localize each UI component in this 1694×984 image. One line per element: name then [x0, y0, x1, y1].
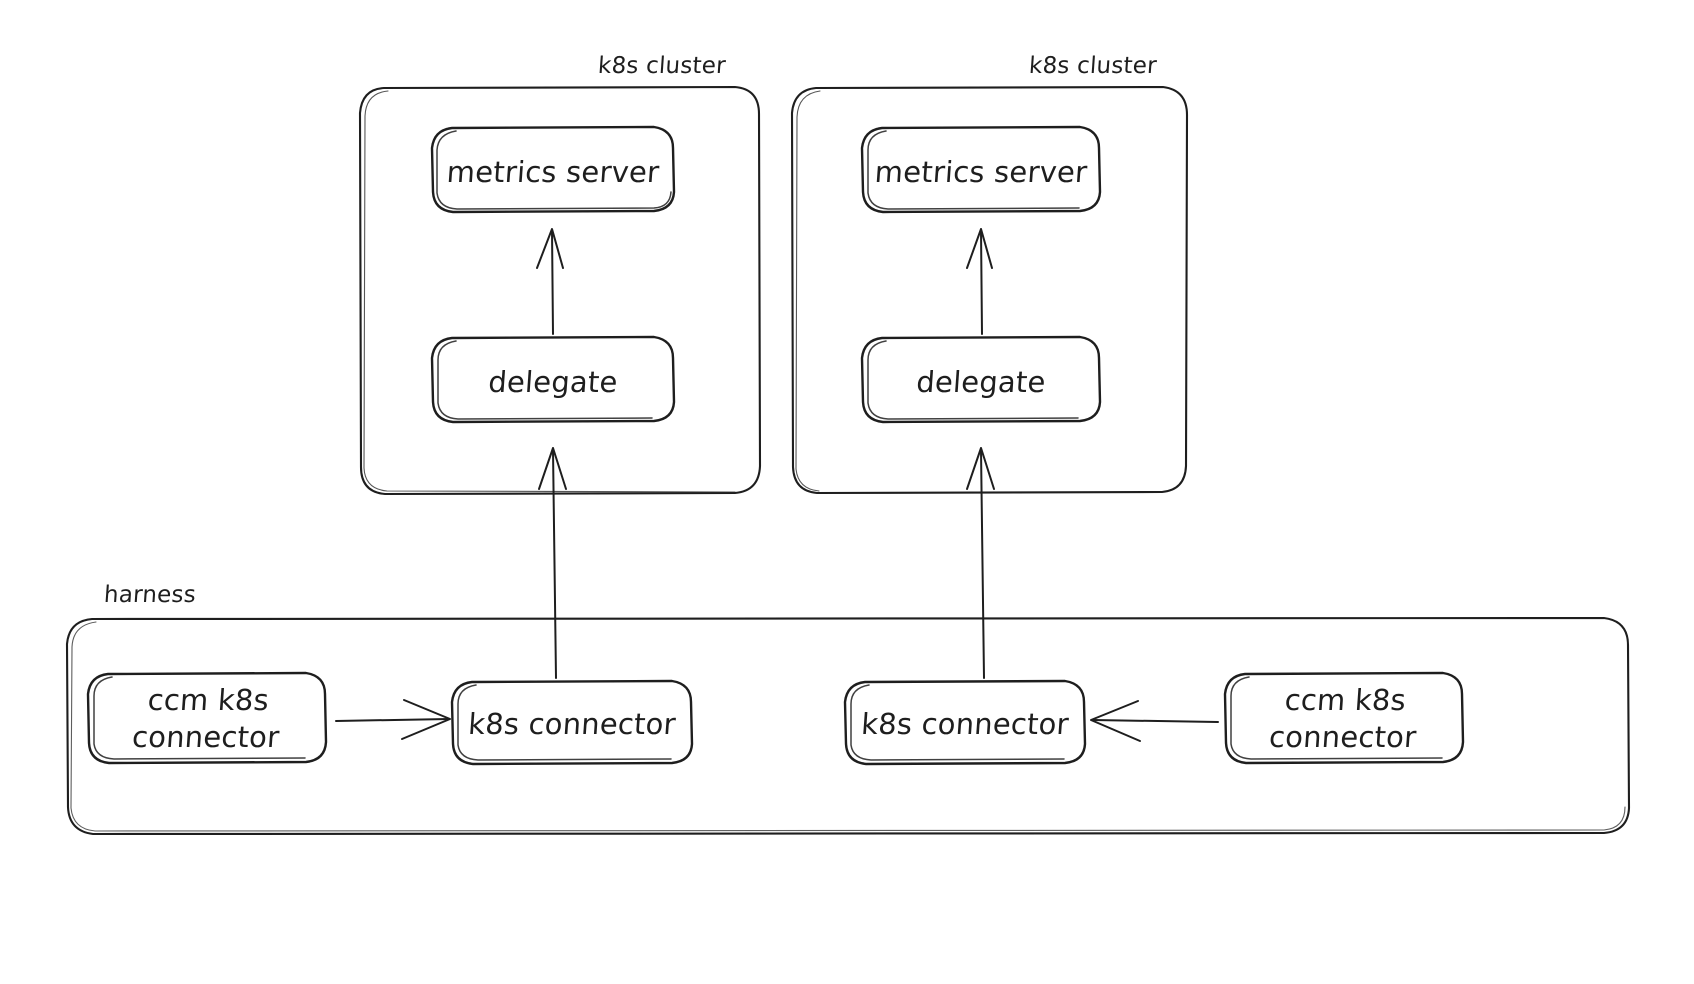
edge-delegate-to-metrics-left — [536, 228, 564, 335]
node-label-delegate-right: delegate — [915, 365, 1047, 399]
group-k8s-cluster-left[interactable] — [358, 85, 762, 496]
node-label-metrics-server-right: metrics server — [873, 155, 1089, 189]
edge-k8sconn-to-delegate-right — [966, 447, 995, 679]
group-label-k8s-cluster-right: k8s cluster — [1028, 53, 1158, 79]
node-label-ccm-k8s-connector-right: ccm k8s connector — [1268, 683, 1418, 755]
edge-ccm-to-k8sconn-left — [335, 699, 451, 740]
node-label-ccm-k8s-connector-left: ccm k8s connector — [131, 683, 281, 755]
edge-delegate-to-metrics-right — [966, 228, 993, 335]
group-label-harness: harness — [103, 582, 197, 608]
node-label-metrics-server-left: metrics server — [445, 155, 661, 189]
node-k8s-connector-left[interactable] — [450, 679, 694, 766]
group-label-k8s-cluster-left: k8s cluster — [597, 53, 727, 79]
node-ccm-k8s-connector-left[interactable] — [86, 671, 328, 765]
edge-k8sconn-to-delegate-left — [538, 447, 567, 679]
group-k8s-cluster-right[interactable] — [790, 85, 1189, 495]
node-delegate-right[interactable] — [860, 335, 1102, 424]
node-delegate-left[interactable] — [430, 335, 676, 424]
node-metrics-server-left[interactable] — [430, 125, 676, 214]
node-label-k8s-connector-left: k8s connector — [467, 707, 677, 741]
edge-ccm-to-k8sconn-right — [1090, 700, 1219, 742]
node-ccm-k8s-connector-right[interactable] — [1223, 671, 1465, 765]
group-harness[interactable] — [65, 616, 1631, 836]
node-k8s-connector-right[interactable] — [843, 679, 1087, 766]
node-label-k8s-connector-right: k8s connector — [860, 707, 1070, 741]
node-label-delegate-left: delegate — [487, 365, 619, 399]
node-metrics-server-right[interactable] — [860, 125, 1102, 214]
